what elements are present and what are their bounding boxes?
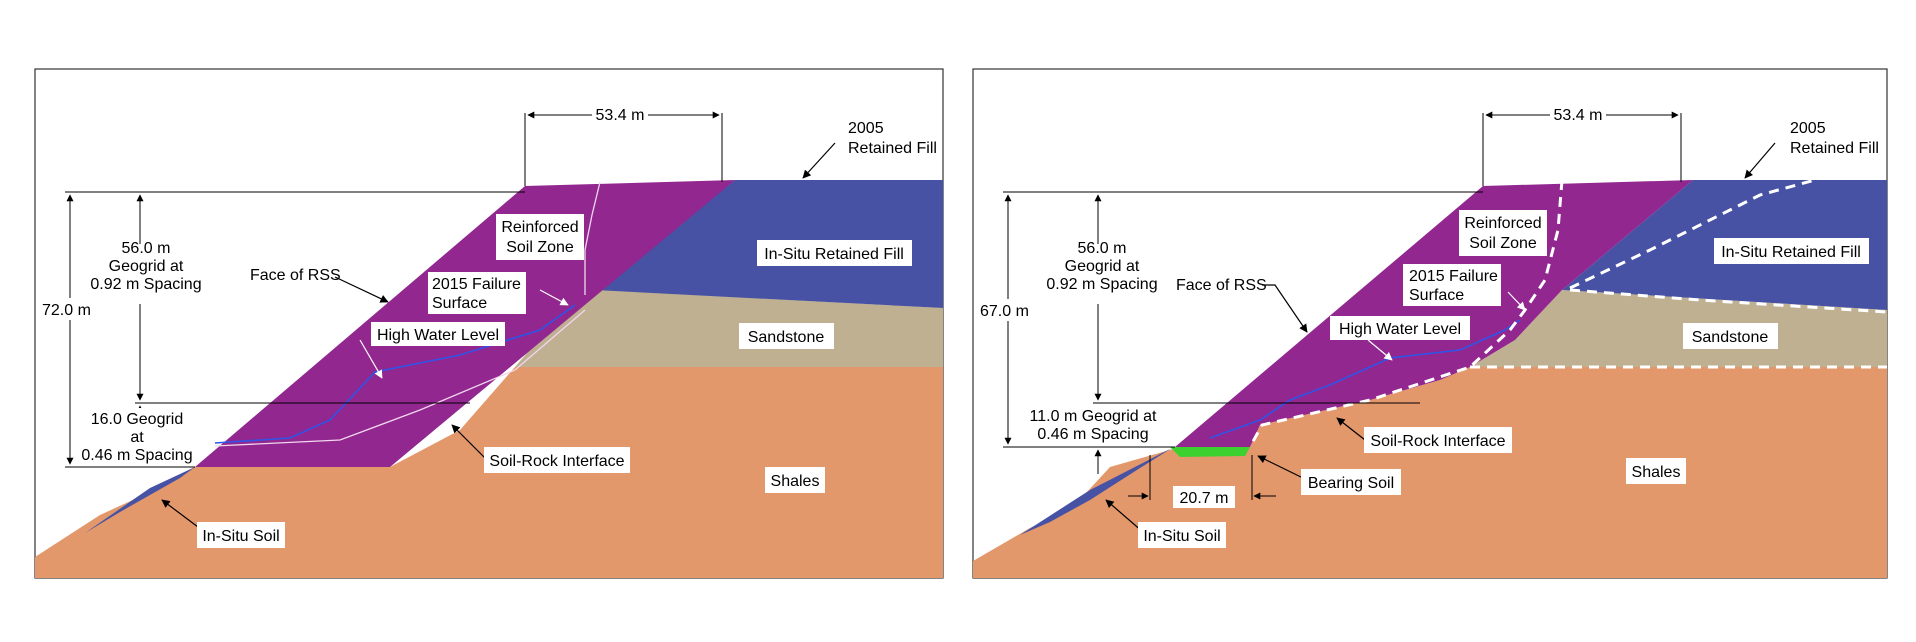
left-sandstone-label-bg [739,323,834,349]
right-shales-bg [1626,458,1686,484]
left-shales-label: Shales [771,473,820,490]
right-soil-rock-label: Soil-Rock Interface [1370,433,1505,450]
left-in-situ-fill-label-bg [757,240,912,266]
right-failure-leader [1507,291,1526,311]
right-soil-rock-bg [1364,427,1512,453]
right-water-label: High Water Level [1339,321,1461,338]
left-water-label-bg [371,322,505,346]
right-in-situ-soil-bg [1138,522,1226,548]
right-geogrid-upper-3: 0.92 m Spacing [1046,276,1157,293]
right-reinforced-label-2: Soil Zone [1469,235,1537,252]
right-reinforced-label-1: Reinforced [1464,215,1541,232]
right-face-rss-label: Face of RSS [1176,277,1267,294]
right-dimension-label: 53.4 m [1554,107,1603,124]
left-soil-rock-bg [484,447,630,473]
left-shales-bg [765,467,825,493]
left-total-height-label: 72.0 m [42,302,91,319]
left-geogrid-upper-1: 56.0 m [122,240,171,257]
right-total-height-label: 67.0 m [980,303,1029,320]
left-dimension-label: 53.4 m [596,107,645,124]
left-soil-rock-label: Soil-Rock Interface [489,453,624,470]
right-sandstone-label: Sandstone [1692,329,1769,346]
left-sandstone-layer [515,290,943,367]
left-reinforced-label-1: Reinforced [501,219,578,236]
left-geogrid-lower-1: 16.0 Geogrid [91,411,184,428]
left-dim-label-bg [592,106,648,124]
left-2005-label: 2005 [848,120,884,137]
left-geogrid-upper-2: Geogrid at [109,258,184,275]
right-reinforced-zone [1175,180,1693,447]
right-retained-fill-leader [1744,142,1776,179]
right-soil-rock-leader [1336,417,1366,441]
right-failure-dashed [1248,179,1564,448]
left-reinforced-label-2: Soil Zone [506,239,574,256]
right-in-situ-soil [1020,448,1172,535]
left-reinforced-label-bg [496,214,584,260]
right-sandstone-layer [1470,290,1887,367]
right-sandstone-label-bg [1683,323,1778,349]
right-geogrid-upper-2: Geogrid at [1065,258,1140,275]
right-reinforced-label-bg [1459,210,1547,256]
left-in-situ-fill-label: In-Situ Retained Fill [764,246,904,263]
right-in-situ-soil-label: In-Situ Soil [1143,528,1220,545]
left-failure-label-2: Surface [432,295,487,312]
right-in-situ-fill-label: In-Situ Retained Fill [1721,244,1861,261]
left-panel: 53.4 m 2005 Retained Fill Reinforced Soi… [34,68,944,579]
right-high-water-line [1209,319,1521,439]
left-failure-line-upper [584,181,601,295]
left-retained-fill-leader [802,142,836,179]
left-water-leader [359,339,383,379]
right-fill-dashed-lower [1569,288,1888,314]
right-failure-label-2: Surface [1409,287,1464,304]
right-2005-label: 2005 [1790,120,1826,137]
right-bearing-leader [1257,455,1304,479]
left-geogrid-lower-2: at [130,429,144,446]
right-bearing-width-label: 20.7 m [1180,490,1229,507]
right-fill-dashed-upper [1569,178,1816,290]
right-water-leader [1367,339,1393,361]
right-total-height-bg [978,299,1030,321]
right-geogrid-upper-1: 56.0 m [1078,240,1127,257]
right-water-label-bg [1330,316,1470,340]
left-failure-line-lower [214,309,586,447]
right-failure-label-bg [1403,264,1501,306]
left-failure-label-1: 2015 Failure [432,276,521,293]
left-in-situ-soil-bg [197,522,285,548]
right-geogrid-lower-1: 11.0 m Geogrid at [1030,408,1157,425]
right-geogrid-upper-bg [1054,244,1150,304]
right-in-situ-leader [1105,499,1144,533]
left-geogrid-upper-bg [96,244,192,304]
left-water-label: High Water Level [377,327,499,344]
left-soil-rock-leader [451,424,486,459]
left-face-rss-leader [334,276,389,303]
left-sandstone-label: Sandstone [748,329,825,346]
left-failure-label-bg [428,272,526,314]
left-face-rss-label: Face of RSS [250,267,341,284]
right-bearing-soil-bg [1301,469,1401,495]
left-geogrid-lower-3: 0.46 m Spacing [81,447,192,464]
right-bearing-soil-label: Bearing Soil [1308,475,1394,492]
right-geogrid-lower-bg [1028,405,1158,445]
left-failure-leader [539,289,569,306]
right-geogrid-lower-2: 0.46 m Spacing [1037,426,1148,443]
left-in-situ-soil [85,467,195,533]
right-panel: 53.4 m 2005 Retained Fill Reinforced Soi… [972,68,1888,579]
right-face-rss-leader [1262,284,1308,333]
left-total-height-bg [40,298,92,320]
right-shales-label: Shales [1632,464,1681,481]
right-bearing-soil [1170,447,1250,457]
left-in-situ-leader [161,499,199,528]
right-failure-label-1: 2015 Failure [1409,268,1498,285]
left-geogrid-lower-bg [78,408,196,466]
left-retained-fill-label: Retained Fill [848,140,937,157]
right-retained-fill-label: Retained Fill [1790,140,1879,157]
right-dim-label-bg [1550,106,1606,124]
right-bearing-width-bg [1173,486,1235,508]
right-in-situ-fill-label-bg [1714,238,1869,264]
left-geogrid-upper-3: 0.92 m Spacing [90,276,201,293]
left-in-situ-soil-label: In-Situ Soil [202,528,279,545]
